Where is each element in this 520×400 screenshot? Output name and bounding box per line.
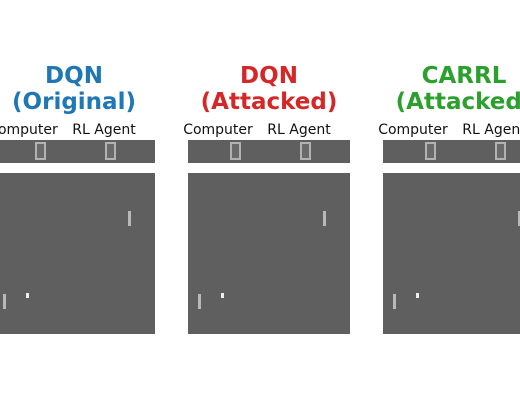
computer-label: Computer	[183, 122, 253, 138]
panel-title: CARRL	[421, 63, 507, 89]
computer-score-icon	[35, 142, 46, 160]
agent-label: RL Agent	[462, 122, 520, 138]
score-bar	[383, 140, 520, 163]
left-paddle-icon	[3, 294, 6, 309]
game-field	[0, 173, 155, 334]
left-paddle-icon	[393, 294, 396, 309]
agent-label: RL Agent	[267, 122, 331, 138]
panel-title: DQN	[45, 63, 103, 89]
left-paddle-icon	[198, 294, 201, 309]
agent-score-icon	[105, 142, 116, 160]
game-field	[383, 173, 520, 334]
score-bar	[0, 140, 155, 163]
computer-score-icon	[425, 142, 436, 160]
panel-subtitle: (Original)	[12, 89, 136, 115]
agent-label: RL Agent	[72, 122, 136, 138]
right-paddle-icon	[128, 211, 131, 226]
computer-score-icon	[230, 142, 241, 160]
agent-score-icon	[300, 142, 311, 160]
panel-title: DQN	[240, 63, 298, 89]
game-field	[188, 173, 350, 334]
computer-label: Computer	[378, 122, 448, 138]
ball-icon	[26, 293, 29, 298]
carrl-attacked-panel: CARRL (Attacked) Computer RL Agent	[378, 0, 520, 400]
right-paddle-icon	[518, 211, 520, 226]
panel-subtitle: (Attacked)	[395, 89, 520, 115]
dqn-attacked-panel: DQN (Attacked) Computer RL Agent	[183, 0, 350, 400]
agent-score-icon	[495, 142, 506, 160]
ball-icon	[416, 293, 419, 298]
score-bar	[188, 140, 350, 163]
computer-label: Computer	[0, 122, 58, 138]
dqn-original-panel: DQN (Original) Computer RL Agent	[0, 0, 155, 400]
ball-icon	[221, 293, 224, 298]
panel-subtitle: (Attacked)	[200, 89, 338, 115]
right-paddle-icon	[323, 211, 326, 226]
